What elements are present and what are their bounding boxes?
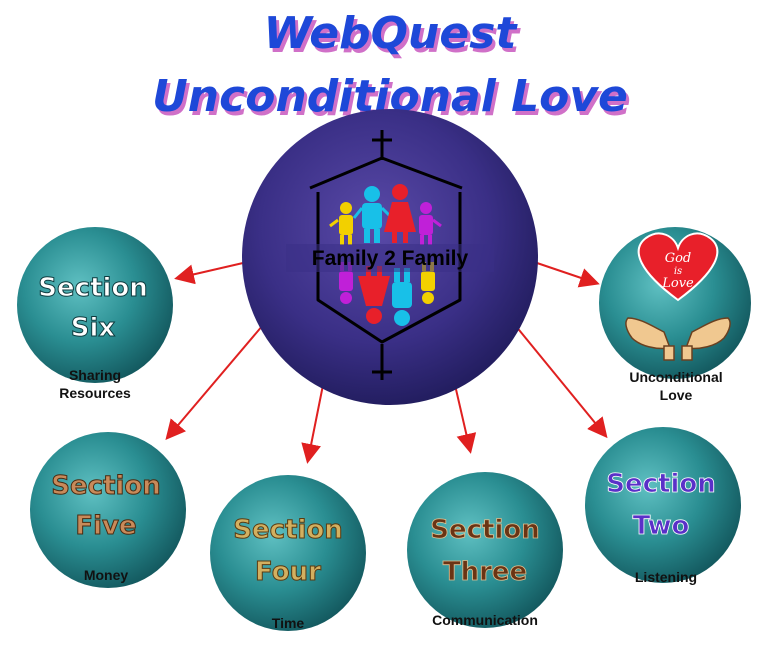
arrow-to-section-two <box>514 324 608 439</box>
section-five-circle[interactable]: Section Five Money <box>30 432 186 588</box>
arrow-to-section-five <box>165 324 264 441</box>
section-six-bg <box>17 227 173 383</box>
love-badge-circle[interactable]: God is Love Unconditional Love <box>599 227 751 403</box>
section-four-circle[interactable]: Section Four Time <box>210 475 366 631</box>
section-three-bg <box>407 472 563 628</box>
section-five-line1: Section <box>51 471 160 501</box>
heart-text-line1: God <box>665 251 692 266</box>
section-two-bg <box>585 427 741 583</box>
section-six-caption-line2: Resources <box>59 385 131 401</box>
section-five-line2: Five <box>75 511 136 541</box>
family-figures-top-icon <box>329 184 442 245</box>
love-badge-caption-line2: Love <box>660 387 693 403</box>
title: WebQuest WebQuest Unconditional Love Unc… <box>152 8 631 126</box>
cross-bottom-icon <box>372 344 392 380</box>
section-five-caption: Money <box>84 567 129 583</box>
section-two-circle[interactable]: Section Two Listening <box>585 427 741 585</box>
title-line1-shadow: WebQuest <box>267 12 522 63</box>
section-two-line2: Two <box>633 511 690 541</box>
arrow-to-section-six <box>174 262 244 285</box>
section-four-caption: Time <box>272 615 305 631</box>
section-three-circle[interactable]: Section Three Communication <box>407 472 563 628</box>
section-three-line1: Section <box>430 515 539 545</box>
arrow-to-section-three <box>454 384 477 454</box>
section-four-bg <box>210 475 366 631</box>
section-six-caption-line1: Sharing <box>69 367 121 383</box>
heart-icon <box>637 232 719 302</box>
section-six-circle[interactable]: Section Six Sharing Resources <box>17 227 173 401</box>
center-label: Family 2 Family <box>312 247 469 270</box>
love-badge-caption-line1: Unconditional <box>629 369 722 385</box>
section-two-caption: Listening <box>635 569 697 585</box>
connector-arrows <box>165 262 608 464</box>
heart-text-line3: Love <box>661 276 694 291</box>
section-six-line2: Six <box>71 313 116 343</box>
open-hands-icon <box>625 317 731 361</box>
section-four-line2: Four <box>255 557 321 587</box>
section-five-bg <box>30 432 186 588</box>
title-line1: WebQuest <box>264 8 519 59</box>
section-four-line1: Section <box>233 515 342 545</box>
section-three-caption: Communication <box>432 612 538 628</box>
section-three-line2: Three <box>443 557 527 587</box>
arrow-to-love-badge <box>536 262 600 288</box>
section-two-line1: Section <box>606 469 715 499</box>
arrow-to-section-four <box>301 384 324 464</box>
heart-text-line2: is <box>674 266 682 277</box>
cross-top-icon <box>372 130 392 160</box>
center-family-circle[interactable]: Family 2 Family <box>242 109 538 405</box>
section-six-line1: Section <box>38 273 147 303</box>
center-label-band <box>286 244 494 272</box>
